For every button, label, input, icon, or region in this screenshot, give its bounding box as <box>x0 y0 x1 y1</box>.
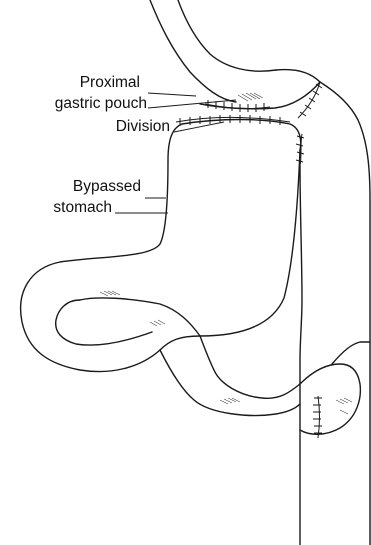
esophagus <box>150 0 276 102</box>
label-proximal: Proximal <box>80 74 140 91</box>
proximal-leader <box>148 93 196 96</box>
roux-limb <box>300 82 370 545</box>
small-bowel-loop <box>160 336 300 415</box>
proximal-gastric-pouch <box>200 70 320 109</box>
division-staple-line <box>176 115 290 126</box>
jejunojejunostomy <box>300 342 370 438</box>
labels: Proximal gastric pouch Division Bypassed… <box>53 74 170 216</box>
label-gastric-pouch: gastric pouch <box>55 95 147 112</box>
label-division: Division <box>116 118 170 135</box>
bypassed-stomach <box>21 120 301 372</box>
label-stomach: stomach <box>53 199 112 216</box>
label-bypassed: Bypassed <box>73 178 141 195</box>
